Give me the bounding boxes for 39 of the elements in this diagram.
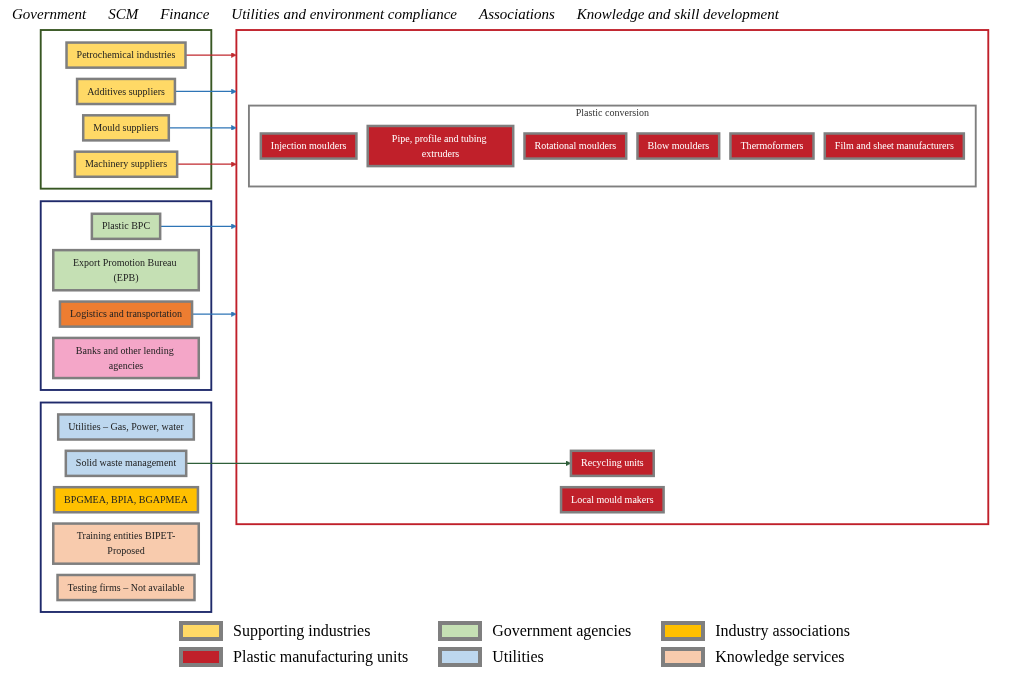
section-label: SCM — [108, 6, 139, 23]
node-box: Additives suppliers — [75, 77, 177, 106]
node-box: Plastic BPC — [90, 212, 162, 241]
arrow — [168, 125, 237, 131]
legend-text: Industry associations — [715, 622, 850, 640]
node-box: Film and sheet manufacturers — [823, 132, 966, 160]
node-box: Rotational moulders — [523, 132, 628, 160]
legend-text: Knowledge services — [715, 648, 845, 666]
node-box: Injection moulders — [259, 132, 358, 160]
node-box: Training entities BIPET-Proposed — [52, 522, 200, 565]
node-box: Logistics and transportation — [58, 300, 194, 328]
legend-text: Supporting industries — [233, 622, 371, 640]
node-box: Solid waste management — [64, 449, 188, 478]
node-box: Banks and other lending agencies — [52, 336, 200, 380]
section-label: Government — [12, 6, 87, 23]
legend-text: Utilities — [492, 648, 544, 666]
legend-text: Plastic manufacturing units — [233, 648, 409, 666]
cluster — [39, 200, 213, 391]
node-box: Blow moulders — [636, 132, 721, 160]
node-box: Thermoformers — [729, 132, 815, 160]
arrow — [174, 88, 237, 95]
node-box: Mould suppliers — [81, 114, 171, 142]
section-label: Finance — [160, 6, 210, 23]
node-box: Local mould makers — [559, 485, 665, 514]
node-box: Export Promotion Bureau (EPB) — [52, 248, 200, 292]
cluster — [235, 29, 990, 526]
legend-text: Government agencies — [492, 622, 632, 640]
node-box: Petrochemical industries — [65, 41, 187, 69]
node-box: BPGMEA, BPIA, BGAPMEA — [52, 485, 200, 514]
node-box: Pipe, profile and tubing extruders — [366, 124, 515, 168]
section-label: Utilities and environment compliance — [231, 6, 457, 23]
node-box: Machinery suppliers — [73, 150, 179, 178]
section-label: Knowledge and skill development — [576, 6, 779, 23]
section-label: Associations — [478, 6, 555, 23]
cluster — [39, 29, 213, 190]
node-box: Utilities – Gas, Power, water — [56, 413, 196, 441]
cluster — [39, 401, 213, 613]
node-box: Testing firms – Not available — [56, 573, 196, 602]
node-box: Recycling units — [569, 449, 655, 478]
